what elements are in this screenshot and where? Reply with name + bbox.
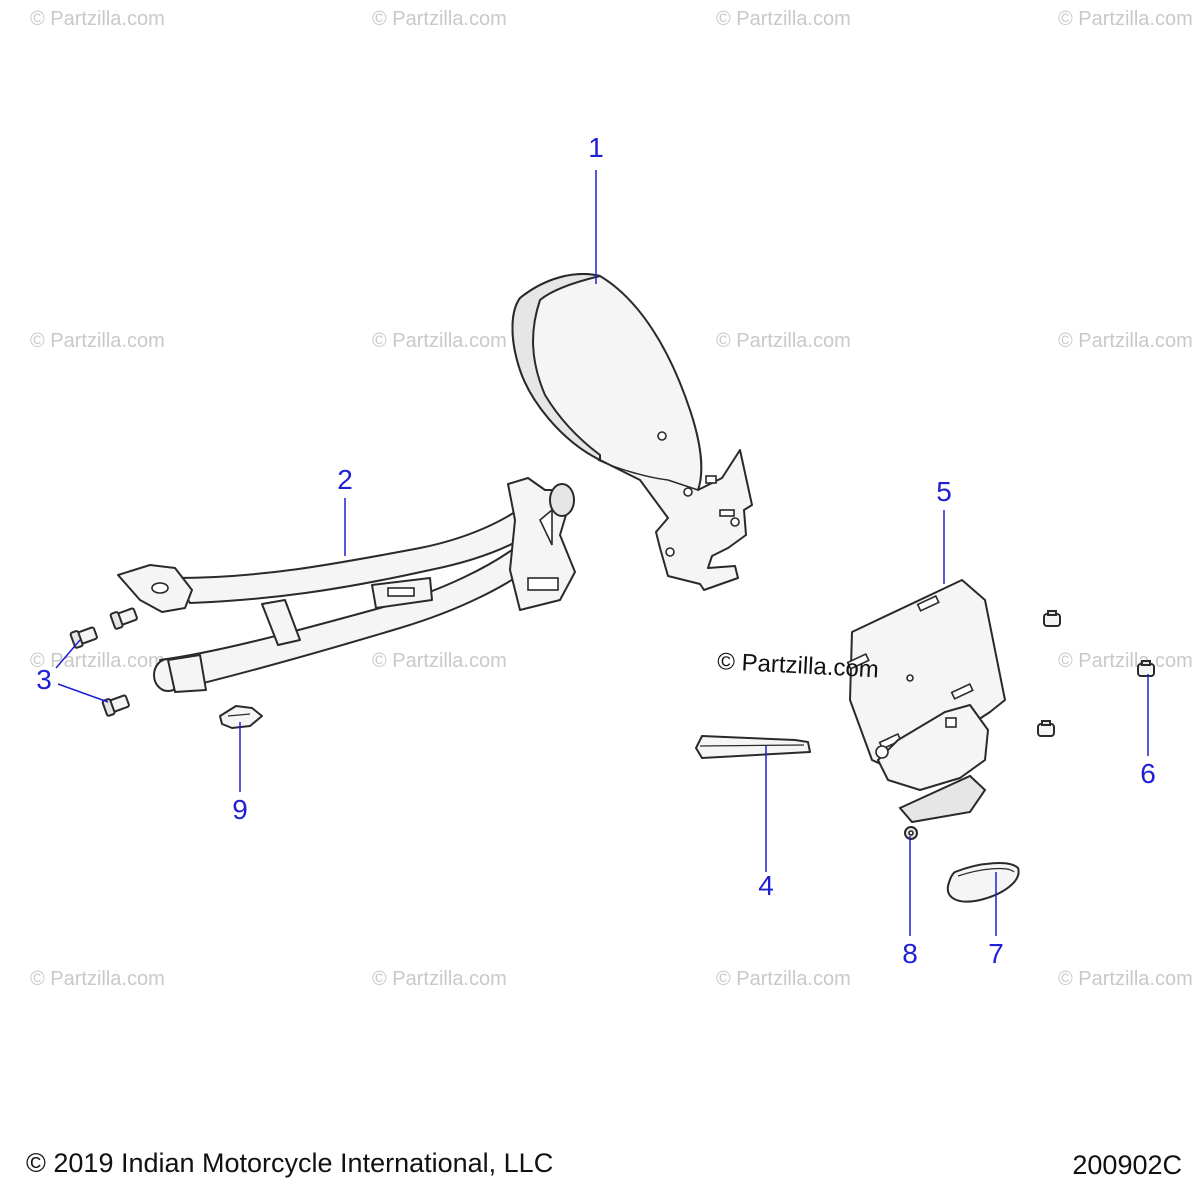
copyright-notice: © 2019 Indian Motorcycle International, … [26,1148,554,1178]
callout-6: 6 [1140,758,1156,789]
callout-9: 9 [232,794,248,825]
callout-2: 2 [337,464,353,495]
leader-lines [55,170,1149,936]
part-8-nut [904,826,918,840]
watermark: © Partzilla.com [1058,8,1193,30]
watermark: © Partzilla.com [30,8,165,30]
part-4-strap [695,735,811,759]
part-7-reflector [946,862,1020,903]
watermark: © Partzilla.com [372,8,507,30]
watermark: © Partzilla.com [30,650,165,672]
watermark: © Partzilla.com [1058,968,1193,990]
part-3-bolts [69,607,138,717]
callout-8: 8 [902,938,918,969]
watermark: © Partzilla.com [716,968,851,990]
diagram-code: 200902C [1072,1150,1182,1180]
watermark: © Partzilla.com [372,330,507,352]
part-6-fasteners [1037,610,1155,737]
callout-4: 4 [758,870,774,901]
watermark: © Partzilla.com [30,968,165,990]
watermark: © Partzilla.com [716,8,851,30]
part-9-clip [219,705,263,729]
watermark: © Partzilla.com [30,330,165,352]
watermark: © Partzilla.com [1058,330,1193,352]
part-2-rear-frame [117,477,576,693]
callout-3: 3 [36,664,52,695]
callout-7: 7 [988,938,1004,969]
watermark: © Partzilla.com [716,330,851,352]
watermark: © Partzilla.com [372,968,507,990]
watermark: © Partzilla.com [372,650,507,672]
part-5-license-bracket [846,579,1006,824]
watermark: © Partzilla.com [1058,650,1193,672]
part-1-rear-fender [511,273,753,591]
callout-1: 1 [588,132,604,163]
callout-5: 5 [936,476,952,507]
